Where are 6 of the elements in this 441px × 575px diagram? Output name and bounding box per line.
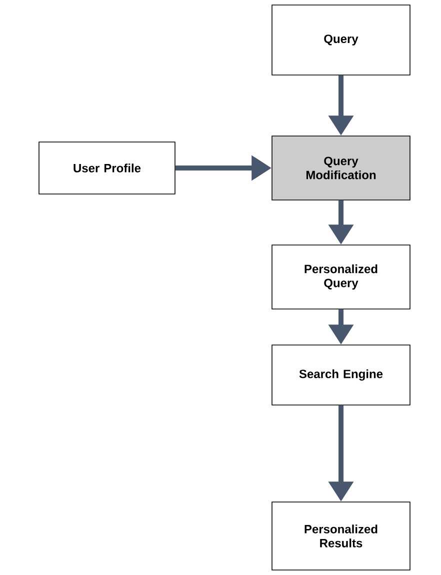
process-box: Personalized Query [272,244,410,310]
process-box: Query [272,4,410,76]
process-box: User Profile [38,142,176,194]
process-box: Personalized Results [272,502,410,570]
process-box: Search Engine [272,344,410,406]
highlighted-box: Query Modification [272,136,410,200]
